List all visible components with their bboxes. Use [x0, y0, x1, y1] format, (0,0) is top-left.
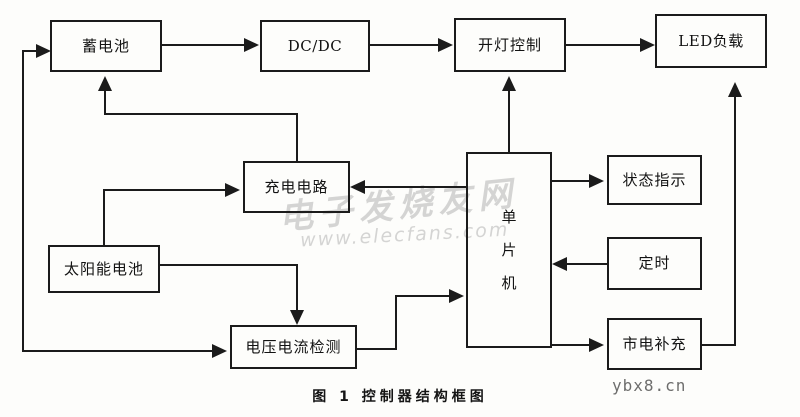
connector-light-control-to-led: [566, 44, 640, 46]
block-charge-circuit-label: 充电电路: [264, 177, 329, 196]
block-mains-supplement[interactable]: 市电补充: [607, 318, 702, 370]
block-mains-supplement-label: 市电补充: [622, 334, 687, 353]
arrowhead-into-battery-left: [36, 44, 51, 58]
connector-mcu-to-light-control: [508, 90, 510, 152]
block-mcu[interactable]: 单 片 机: [466, 152, 552, 348]
block-timer-label: 定时: [638, 254, 671, 273]
connector-mains-to-led-riser: [734, 96, 736, 346]
connector-detection-to-mcu-riser: [395, 295, 397, 350]
connector-left-bus-vertical: [22, 50, 24, 352]
connector-charge-to-battery-run: [104, 113, 298, 115]
block-battery[interactable]: 蓄电池: [50, 20, 162, 72]
arrowhead-into-battery-bottom: [98, 76, 112, 91]
connector-charge-to-battery-stem: [104, 90, 106, 115]
arrowhead-into-dcdc: [244, 38, 259, 52]
block-charge-circuit[interactable]: 充电电路: [243, 161, 350, 213]
block-solar-cell-label: 太阳能电池: [63, 259, 144, 278]
arrowhead-into-detection-top: [290, 310, 304, 325]
connector-battery-to-dcdc: [162, 44, 244, 46]
connector-left-bus-to-detection: [22, 350, 212, 352]
block-status-indicator-label: 状态指示: [622, 170, 687, 189]
arrowhead-into-mains-supplement: [589, 338, 604, 352]
block-led-load-label: LED负载: [678, 31, 744, 50]
block-mcu-char-2: 片: [501, 240, 517, 259]
arrowhead-into-charge-circuit-right: [350, 180, 365, 194]
block-solar-cell[interactable]: 太阳能电池: [48, 245, 160, 293]
block-status-indicator[interactable]: 状态指示: [607, 155, 702, 205]
arrowhead-into-light-control: [438, 38, 453, 52]
connector-solar-to-charge-run: [103, 189, 225, 191]
connector-mcu-to-mains: [552, 344, 589, 346]
block-dcdc-label: DC/DC: [287, 36, 343, 55]
connector-charge-to-battery-riser: [296, 113, 298, 161]
block-battery-label: 蓄电池: [81, 36, 130, 55]
block-light-control[interactable]: 开灯控制: [454, 18, 566, 72]
figure-caption: 图 1 控制器结构框图: [312, 389, 488, 405]
arrowhead-into-charge-circuit-left: [225, 183, 240, 197]
block-dcdc[interactable]: DC/DC: [260, 20, 370, 72]
block-light-control-label: 开灯控制: [477, 35, 542, 54]
connector-solar-to-charge-riser: [103, 189, 105, 247]
block-voltage-current-detect[interactable]: 电压电流检测: [230, 325, 357, 369]
connector-mains-to-led-run: [702, 344, 736, 346]
connector-mcu-to-status: [552, 180, 589, 182]
connector-solar-to-detection-run: [160, 264, 298, 266]
arrowhead-into-light-control-bottom: [502, 76, 516, 91]
connector-left-bus-to-battery: [22, 50, 38, 52]
connector-solar-to-detection-drop: [296, 264, 298, 310]
arrowhead-into-mcu-left: [449, 289, 464, 303]
arrowhead-into-detection-left: [212, 344, 227, 358]
connector-mcu-to-charge-circuit: [365, 186, 466, 188]
arrowhead-into-mcu-right: [552, 257, 567, 271]
block-timer[interactable]: 定时: [607, 237, 702, 290]
arrowhead-into-led-load-bottom: [728, 82, 742, 97]
connector-detection-to-mcu-run: [357, 348, 397, 350]
block-mcu-char-1: 单: [501, 207, 517, 226]
block-voltage-current-detect-label: 电压电流检测: [245, 337, 342, 356]
block-mcu-char-3: 机: [501, 273, 517, 292]
connector-detection-to-mcu-entry: [395, 295, 449, 297]
arrowhead-into-status-indicator: [589, 174, 604, 188]
connector-timer-to-mcu: [567, 263, 607, 265]
connector-dcdc-to-light-control: [370, 44, 438, 46]
block-led-load[interactable]: LED负载: [655, 14, 767, 68]
arrowhead-into-led-load: [640, 38, 655, 52]
